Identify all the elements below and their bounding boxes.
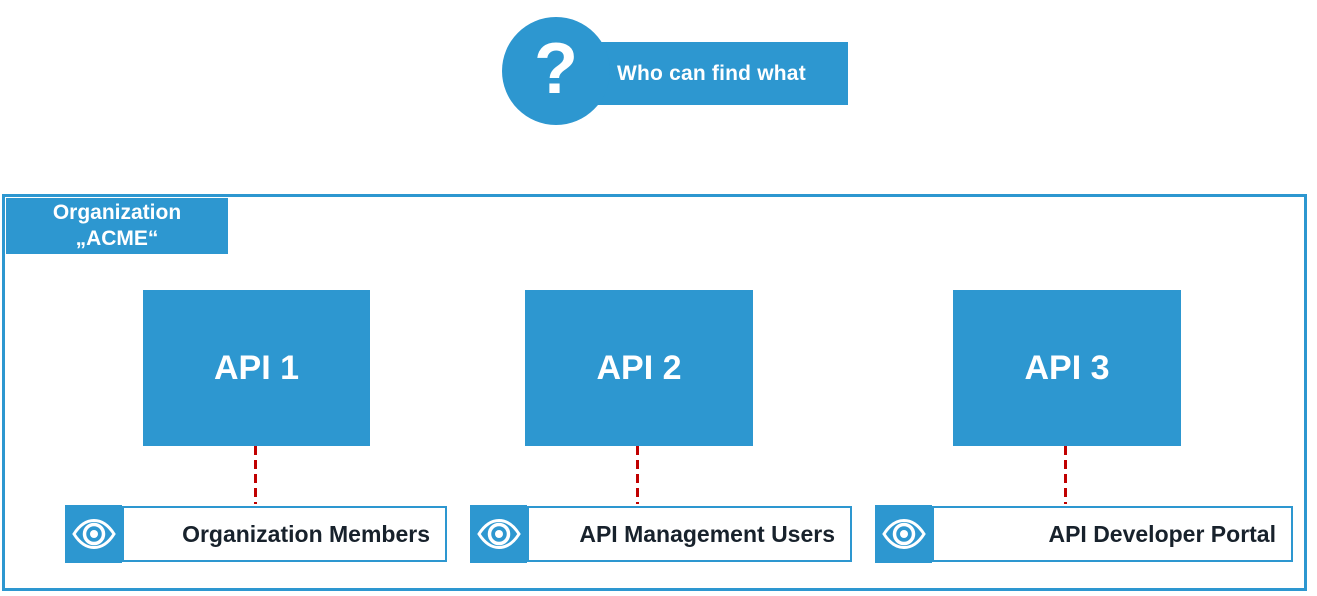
eye-icon-tile [470, 505, 527, 563]
visibility-label: Organization Members [182, 520, 430, 547]
visibility-label: API Developer Portal [1048, 520, 1276, 547]
connector-dashed-line-1 [254, 446, 257, 504]
connector-dashed-line-3 [1064, 446, 1067, 504]
api-box-1: API 1 [143, 290, 370, 446]
header-title: Who can find what [617, 61, 806, 85]
connector-dashed-line-2 [636, 446, 639, 504]
api-box-2: API 2 [525, 290, 753, 446]
eye-icon-tile [65, 505, 122, 563]
visibility-label-box: Organization Members [122, 506, 447, 562]
visibility-label-box: API Management Users [527, 506, 852, 562]
api-box-2-label: API 2 [596, 348, 682, 387]
eye-icon-tile [875, 505, 932, 563]
api-box-3-label: API 3 [1024, 348, 1110, 387]
organization-label-tab: Organization „ACME“ [6, 198, 228, 254]
question-badge-circle: ? [502, 17, 610, 125]
eye-icon [71, 518, 116, 550]
visibility-label-box: API Developer Portal [932, 506, 1293, 562]
eye-icon [476, 518, 521, 550]
api-box-1-label: API 1 [213, 348, 300, 387]
organization-name-line1: Organization [52, 201, 182, 224]
api-box-3: API 3 [953, 290, 1181, 446]
question-mark-icon: ? [534, 29, 578, 109]
eye-icon [881, 518, 926, 550]
organization-name-line2: „ACME“ [75, 227, 159, 250]
organization-boundary [2, 194, 1307, 591]
visibility-label: API Management Users [579, 520, 835, 547]
